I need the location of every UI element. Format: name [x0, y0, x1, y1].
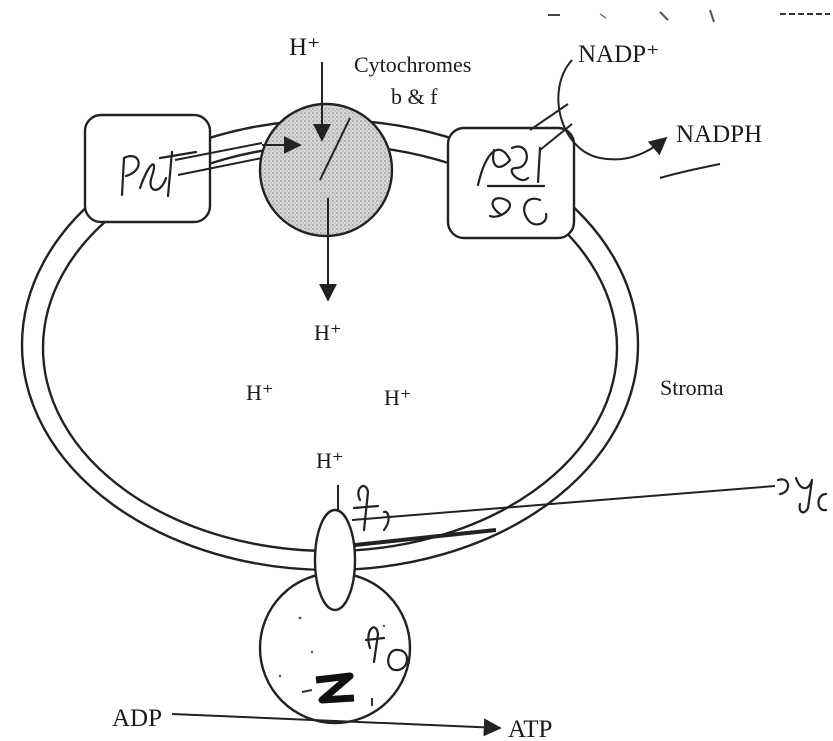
photosystem-ii-box: [448, 104, 574, 238]
cytochrome-complex: [260, 104, 392, 236]
adp-label: ADP: [112, 705, 162, 732]
h-plus-top-label: H⁺: [289, 34, 320, 61]
atp-synthase: [260, 486, 775, 723]
edge-scribble-icon: [778, 478, 826, 512]
nadp-label: NADP⁺: [578, 41, 659, 68]
f1-handwriting-icon: [354, 486, 389, 530]
scan-artifacts: [548, 10, 830, 22]
nadp-reduction-arrow: [558, 60, 720, 178]
cytochromes-label-line1: Cytochromes: [354, 52, 471, 77]
cytochromes-label-line2: b & f: [391, 84, 438, 109]
h-plus-lumen-2-label: H⁺: [246, 380, 274, 405]
nadph-label: NADPH: [676, 121, 762, 148]
atp-label: ATP: [508, 716, 552, 741]
stroma-label: Stroma: [660, 375, 724, 400]
h-plus-lower-label: H⁺: [316, 448, 344, 473]
h-plus-lumen-3-label: H⁺: [384, 385, 412, 410]
h-plus-lumen-1-label: H⁺: [314, 320, 342, 345]
